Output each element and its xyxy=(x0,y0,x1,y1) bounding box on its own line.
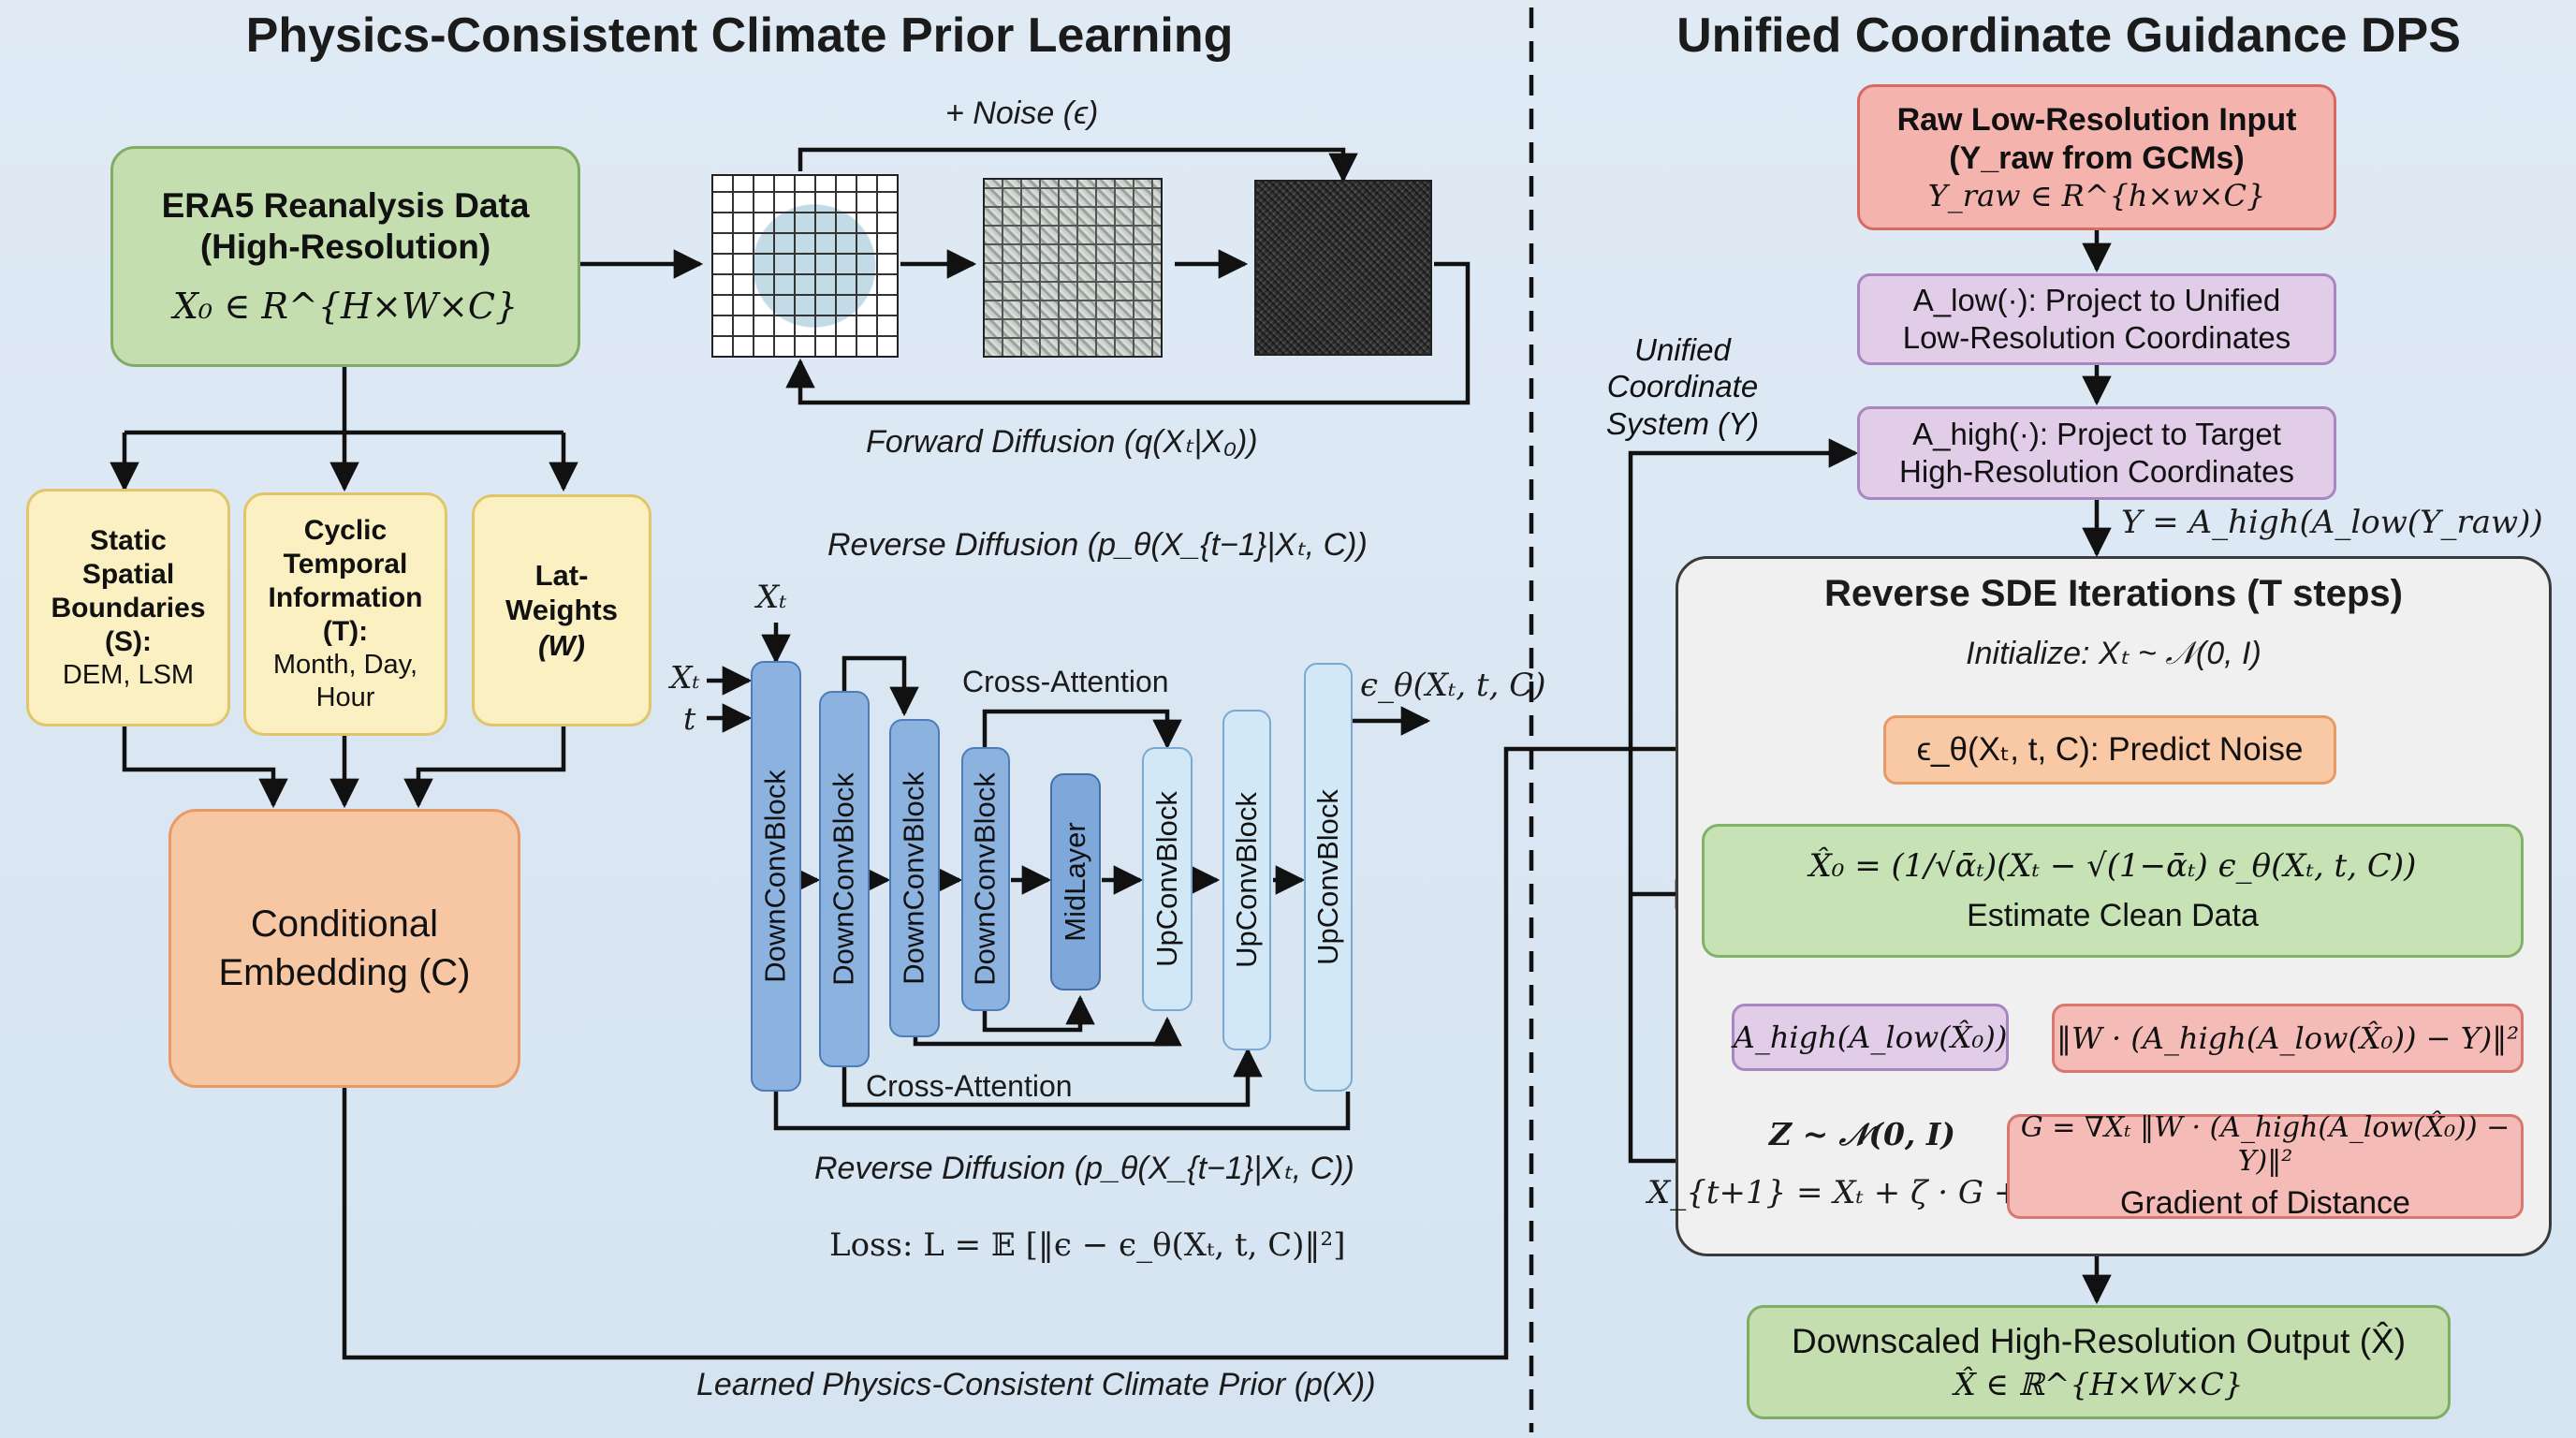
reverse-diffusion-top: Reverse Diffusion (p_θ(X_{t−1}|Xₜ, C)) xyxy=(827,527,1368,563)
cyclic-line1: Cyclic xyxy=(303,515,388,547)
era5-line1: ERA5 Reanalysis Data xyxy=(161,185,530,225)
estimate-formula: X̂₀ = (1/√ᾱₜ)(Xₜ − √(1−ᾱₜ) ϵ_θ(Xₜ, t, C)… xyxy=(1808,846,2417,885)
loss-formula: Loss: L = 𝔼 [‖ϵ − ϵ_θ(Xₜ, t, C)‖²] xyxy=(829,1226,1346,1264)
cross-attention-bottom: Cross-Attention xyxy=(866,1069,1073,1103)
static-box: Static Spatial Boundaries (S): DEM, LSM xyxy=(26,489,230,726)
raw-input-box: Raw Low-Resolution Input (Y_raw from GCM… xyxy=(1857,84,2336,230)
projection-label: A_high(A_low(X̂₀)) xyxy=(1733,1019,2008,1055)
cyclic-line2: Temporal xyxy=(283,549,408,580)
cond-line1: Conditional xyxy=(250,903,439,945)
static-line2: Spatial xyxy=(81,558,175,590)
predict-noise-label: ϵ_θ(Xₜ, t, C): Predict Noise xyxy=(1916,731,2304,768)
reverse-diffusion-bottom: Reverse Diffusion (p_θ(X_{t−1}|Xₜ, C)) xyxy=(814,1151,1354,1186)
lat-line3: (W) xyxy=(538,628,585,662)
output-line1: Downscaled High-Resolution Output (X̂) xyxy=(1791,1322,2407,1360)
unet-t-in: t xyxy=(683,700,696,737)
down-conv-block-1: DownConvBlock xyxy=(751,661,801,1092)
a-low-line2: Low-Resolution Coordinates xyxy=(1902,320,2291,355)
mid-layer-block: MidLayer xyxy=(1050,773,1101,990)
gradient-formula: G = ∇Xₜ ‖W · (A_high(A_low(X̂₀)) − Y)‖² xyxy=(2020,1110,2510,1178)
a-low-box: A_low(·): Project to Unified Low-Resolut… xyxy=(1857,273,2336,365)
gradient-box: G = ∇Xₜ ‖W · (A_high(A_low(X̂₀)) − Y)‖² … xyxy=(2007,1110,2524,1221)
up-conv-block-2-label: UpConvBlock xyxy=(1230,792,1263,968)
arrow-lat-to-cond xyxy=(403,726,566,809)
y-equation: Y = A_high(A_low(Y_raw)) xyxy=(2121,504,2543,541)
noise-label: + Noise (ϵ) xyxy=(945,95,1099,131)
unet-xt-in: Xₜ xyxy=(670,659,700,696)
unified-line3: System (Y) xyxy=(1605,405,1760,441)
unet-output-label: ϵ_θ(Xₜ, t, C) xyxy=(1360,667,1546,704)
raw-line2: (Y_raw from GCMs) xyxy=(1949,139,2245,176)
noise-grid xyxy=(1254,180,1432,356)
arrow-forward-return xyxy=(785,261,1471,405)
lat-line2: Weights xyxy=(505,594,618,627)
unified-coordinate-label: Unified Coordinate System (Y) xyxy=(1582,326,1783,448)
down-conv-block-4-label: DownConvBlock xyxy=(969,772,1002,986)
projection-box: A_high(A_low(X̂₀)) xyxy=(1732,1004,2009,1071)
up-conv-block-1-label: UpConvBlock xyxy=(1150,791,1183,967)
distance-label: ‖W · (A_high(A_low(X̂₀)) − Y)‖² xyxy=(2056,1020,2520,1056)
static-line3: Boundaries xyxy=(51,592,206,624)
up-conv-block-1: UpConvBlock xyxy=(1142,747,1193,1011)
distance-box: ‖W · (A_high(A_low(X̂₀)) − Y)‖² xyxy=(2052,1004,2524,1073)
cyclic-line3: Information xyxy=(268,582,423,614)
lat-box: Lat- Weights (W) xyxy=(472,494,651,726)
cond-line2: Embedding (C) xyxy=(218,952,471,993)
output-box: Downscaled High-Resolution Output (X̂) X… xyxy=(1747,1305,2451,1419)
down-conv-block-1-label: DownConvBlock xyxy=(759,770,792,983)
cyclic-sub2: Hour xyxy=(315,682,375,712)
gradient-label: Gradient of Distance xyxy=(2120,1184,2410,1221)
down-conv-block-2: DownConvBlock xyxy=(819,691,870,1067)
sde-title: Reverse SDE Iterations (T steps) xyxy=(1824,573,2403,614)
down-conv-block-3-label: DownConvBlock xyxy=(898,771,930,985)
down-conv-block-2-label: DownConvBlock xyxy=(827,772,860,986)
up-conv-block-2: UpConvBlock xyxy=(1222,710,1271,1050)
era5-box: ERA5 Reanalysis Data (High-Resolution) X… xyxy=(110,146,580,367)
down-conv-block-3: DownConvBlock xyxy=(889,719,940,1037)
noisy-grid xyxy=(983,178,1163,358)
lat-line1: Lat- xyxy=(534,559,589,593)
left-title: Physics-Consistent Climate Prior Learnin… xyxy=(245,8,1234,63)
a-high-line1: A_high(·): Project to Target xyxy=(1912,417,2281,452)
raw-line1: Raw Low-Resolution Input xyxy=(1896,102,2297,138)
right-title: Unified Coordinate Guidance DPS xyxy=(1676,8,2461,63)
a-high-box: A_high(·): Project to Target High-Resolu… xyxy=(1857,406,2336,500)
forward-label: Forward Diffusion (q(Xₜ|X₀)) xyxy=(866,424,1258,460)
sde-init: Initialize: Xₜ ~ 𝒩(0, I) xyxy=(1966,636,2261,671)
cross-attention-top: Cross-Attention xyxy=(962,665,1169,698)
a-high-line2: High-Resolution Coordinates xyxy=(1899,454,2294,489)
era5-formula: X₀ ∈ R^{H×W×C} xyxy=(172,285,519,327)
unified-line2: Coordinate xyxy=(1606,369,1759,404)
predict-noise-box: ϵ_θ(Xₜ, t, C): Predict Noise xyxy=(1883,715,2336,785)
up-conv-block-3-label: UpConvBlock xyxy=(1311,789,1344,965)
era5-line2: (High-Resolution) xyxy=(199,227,491,267)
prior-label: Learned Physics-Consistent Climate Prior… xyxy=(696,1367,1376,1402)
arrow-noise xyxy=(798,147,1358,183)
conditional-embedding-box: Conditional Embedding (C) xyxy=(168,809,520,1088)
prior-line xyxy=(342,734,1887,1360)
raw-formula: Y_raw ∈ R^{h×w×C} xyxy=(1927,177,2266,213)
a-low-line1: A_low(·): Project to Unified xyxy=(1912,283,2281,318)
static-line4: (S): xyxy=(105,625,152,657)
z-sample: Z ~ 𝒩(0, I) xyxy=(1769,1116,1955,1152)
cyclic-sub1: Month, Day, xyxy=(272,650,418,681)
estimate-label: Estimate Clean Data xyxy=(1967,897,2259,933)
static-line1: Static xyxy=(90,524,167,556)
mid-layer-label: MidLayer xyxy=(1059,822,1091,942)
arrow-static-to-cond xyxy=(122,726,288,809)
unified-line1: Unified xyxy=(1634,331,1731,367)
cyclic-line4: (T): xyxy=(322,616,369,648)
unet-xt-top: Xₜ xyxy=(756,579,787,616)
estimate-clean-box: X̂₀ = (1/√ᾱₜ)(Xₜ − √(1−ᾱₜ) ϵ_θ(Xₜ, t, C)… xyxy=(1702,824,2524,958)
clean-grid xyxy=(711,174,899,358)
up-conv-block-3: UpConvBlock xyxy=(1304,663,1353,1092)
output-line2: X̂ ∈ ℝ^{H×W×C} xyxy=(1954,1366,2244,1403)
static-sub: DEM, LSM xyxy=(62,659,195,690)
cyclic-box: Cyclic Temporal Information (T): Month, … xyxy=(243,492,447,736)
down-conv-block-4: DownConvBlock xyxy=(961,747,1010,1011)
